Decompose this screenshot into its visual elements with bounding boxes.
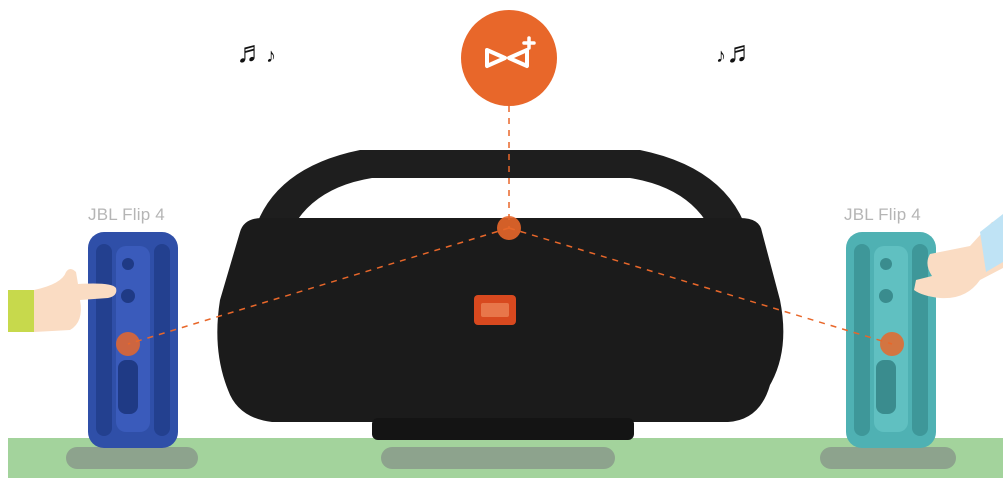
partyboost-badge — [461, 10, 557, 106]
center-connect-dot — [497, 216, 521, 240]
left-connect-dot — [116, 332, 140, 356]
jbl-logo — [474, 295, 516, 325]
boombox-foot — [372, 418, 634, 440]
right-connect-dot — [880, 332, 904, 356]
partyboost-connect-icon — [481, 36, 537, 80]
